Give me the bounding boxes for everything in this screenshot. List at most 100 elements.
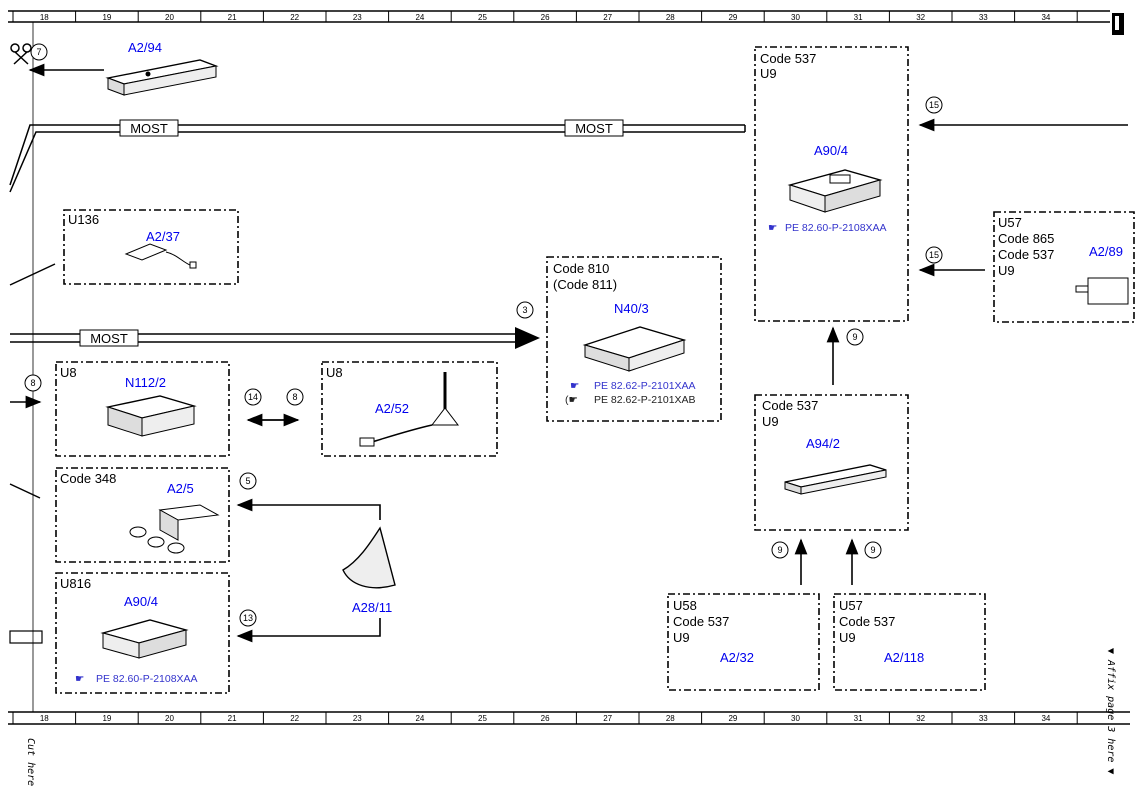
box-code348-a2-5: Code 348 A2/5 [55,467,230,563]
svg-text:U57: U57 [998,215,1022,230]
ruler-tick-label: 18 [40,714,49,723]
ruler-tick-label: 20 [165,13,174,22]
svg-text:U57: U57 [839,598,863,613]
antenna-module-icon [124,243,197,269]
ruler-tick-label: 18 [40,13,49,22]
callout-5: 5 [239,472,257,490]
cut-here-text: Cut here [25,738,36,786]
svg-text:U9: U9 [998,263,1015,278]
ruler-tick-label: 27 [603,13,612,22]
svg-text:MOST: MOST [90,331,128,346]
box-code537-a94-2: Code 537 U9 A94/2 [754,394,909,531]
svg-text:(☛: (☛ [565,394,578,406]
ruler-tick-label: 22 [290,13,299,22]
svg-text:U9: U9 [673,630,690,645]
ruler-tick-label: 23 [353,714,362,723]
most-label-2: MOST [575,121,613,136]
ruler-tick-label: 19 [102,714,111,723]
module-a90-4-icon [787,169,883,213]
ruler-tick-label: 27 [603,714,612,723]
module-a2-89-icon [1075,277,1129,305]
scissors-icon [10,43,32,65]
rod-antenna-icon [359,372,460,447]
module-a94-2-icon [784,464,887,495]
ruler-tick-label: 32 [916,13,925,22]
callout-3: 3 [516,301,534,319]
ruler-tick-label: 34 [1041,13,1050,22]
svg-text:U9: U9 [760,66,777,81]
ruler-tick-label: 25 [478,714,487,723]
ruler-tick-label: 19 [102,13,111,22]
svg-text:15: 15 [929,100,939,110]
svg-text:N40/3: N40/3 [614,301,649,316]
shark-fin-antenna-icon [342,526,396,589]
svg-text:9: 9 [777,545,782,555]
svg-text:N112/2: N112/2 [125,375,166,390]
a2-94-label: A2/94 [128,40,162,55]
svg-text:Code 865: Code 865 [998,231,1054,246]
svg-text:Code 537: Code 537 [673,614,729,629]
most-bus-top: MOST MOST [9,119,746,193]
svg-text:9: 9 [870,545,875,555]
svg-text:A2/89: A2/89 [1089,244,1123,259]
module-n40-3-icon [582,326,687,372]
svg-text:8: 8 [292,392,297,402]
ruler-tick-label: 30 [791,714,800,723]
callout-9-c: 9 [864,541,882,559]
module-a2-94-icon [105,59,219,96]
svg-text:A2/37: A2/37 [146,229,180,244]
callout-9-a: 9 [846,328,864,346]
callout-13: 13 [239,609,257,627]
svg-text:U816: U816 [60,576,91,591]
svg-text:Code 537: Code 537 [760,51,816,66]
ruler-tick-label: 33 [979,714,988,723]
ruler-tick-label: 31 [854,13,863,22]
ruler-tick-label: 21 [228,13,237,22]
callout-9-b: 9 [771,541,789,559]
svg-text:PE 82.62-P-2101XAB: PE 82.62-P-2101XAB [594,394,696,406]
most-label-1: MOST [130,121,168,136]
box-u8-n112-2: U8 N112/2 [55,361,230,457]
svg-text:9: 9 [852,332,857,342]
ref-icon: ☛ [768,222,777,234]
ruler-tick-label: 24 [415,13,424,22]
box-u816-a90-4: U816 A90/4 ☛ PE 82.60-P-2108XAA [55,572,230,694]
box-code537-a90-4: Code 537 U9 A90/4 ☛ PE 82.60-P-2108XAA [754,46,909,322]
svg-text:PE 82.62-P-2101XAA: PE 82.62-P-2101XAA [594,380,696,392]
module-n112-2-icon [105,395,197,437]
svg-text:U9: U9 [839,630,856,645]
ruler-tick-label: 28 [666,714,675,723]
svg-text:A2/118: A2/118 [884,650,924,665]
svg-text:U58: U58 [673,598,697,613]
svg-text:8: 8 [30,378,35,388]
callout-8-left: 8 [24,374,42,392]
callout-7: 7 [30,43,48,61]
ruler-tick-label: 26 [541,714,550,723]
svg-text:Code 348: Code 348 [60,471,116,486]
box-code810-n40-3: Code 810 (Code 811) N40/3 ☛ PE 82.62-P-2… [546,256,722,422]
svg-text:5: 5 [245,476,250,486]
svg-text:A2/52: A2/52 [375,401,409,416]
svg-text:U9: U9 [762,414,779,429]
svg-text:13: 13 [243,613,253,623]
ruler-tick-label: 28 [666,13,675,22]
svg-text:A94/2: A94/2 [806,436,840,451]
box-u58-a2-32: U58 Code 537 U9 A2/32 [667,593,820,691]
most-bus-mid: MOST [10,327,540,349]
svg-text:Code 537: Code 537 [998,247,1054,262]
ruler-tick-label: 24 [415,714,424,723]
ruler-tick-label: 32 [916,714,925,723]
affix-page-text: ▼ Affix page 3 here ▼ [1105,648,1116,774]
box-u136-a2-37: U136 A2/37 [63,209,239,285]
a28-11-label: A28/11 [352,600,392,615]
svg-text:U8: U8 [60,365,77,380]
svg-text:A90/4: A90/4 [814,143,848,158]
svg-text:PE 82.60-P-2108XAA: PE 82.60-P-2108XAA [96,673,198,685]
svg-text:☛: ☛ [75,673,84,685]
ruler-tick-label: 20 [165,714,174,723]
ruler-tick-label: 22 [290,714,299,723]
svg-text:A2/32: A2/32 [720,650,754,665]
